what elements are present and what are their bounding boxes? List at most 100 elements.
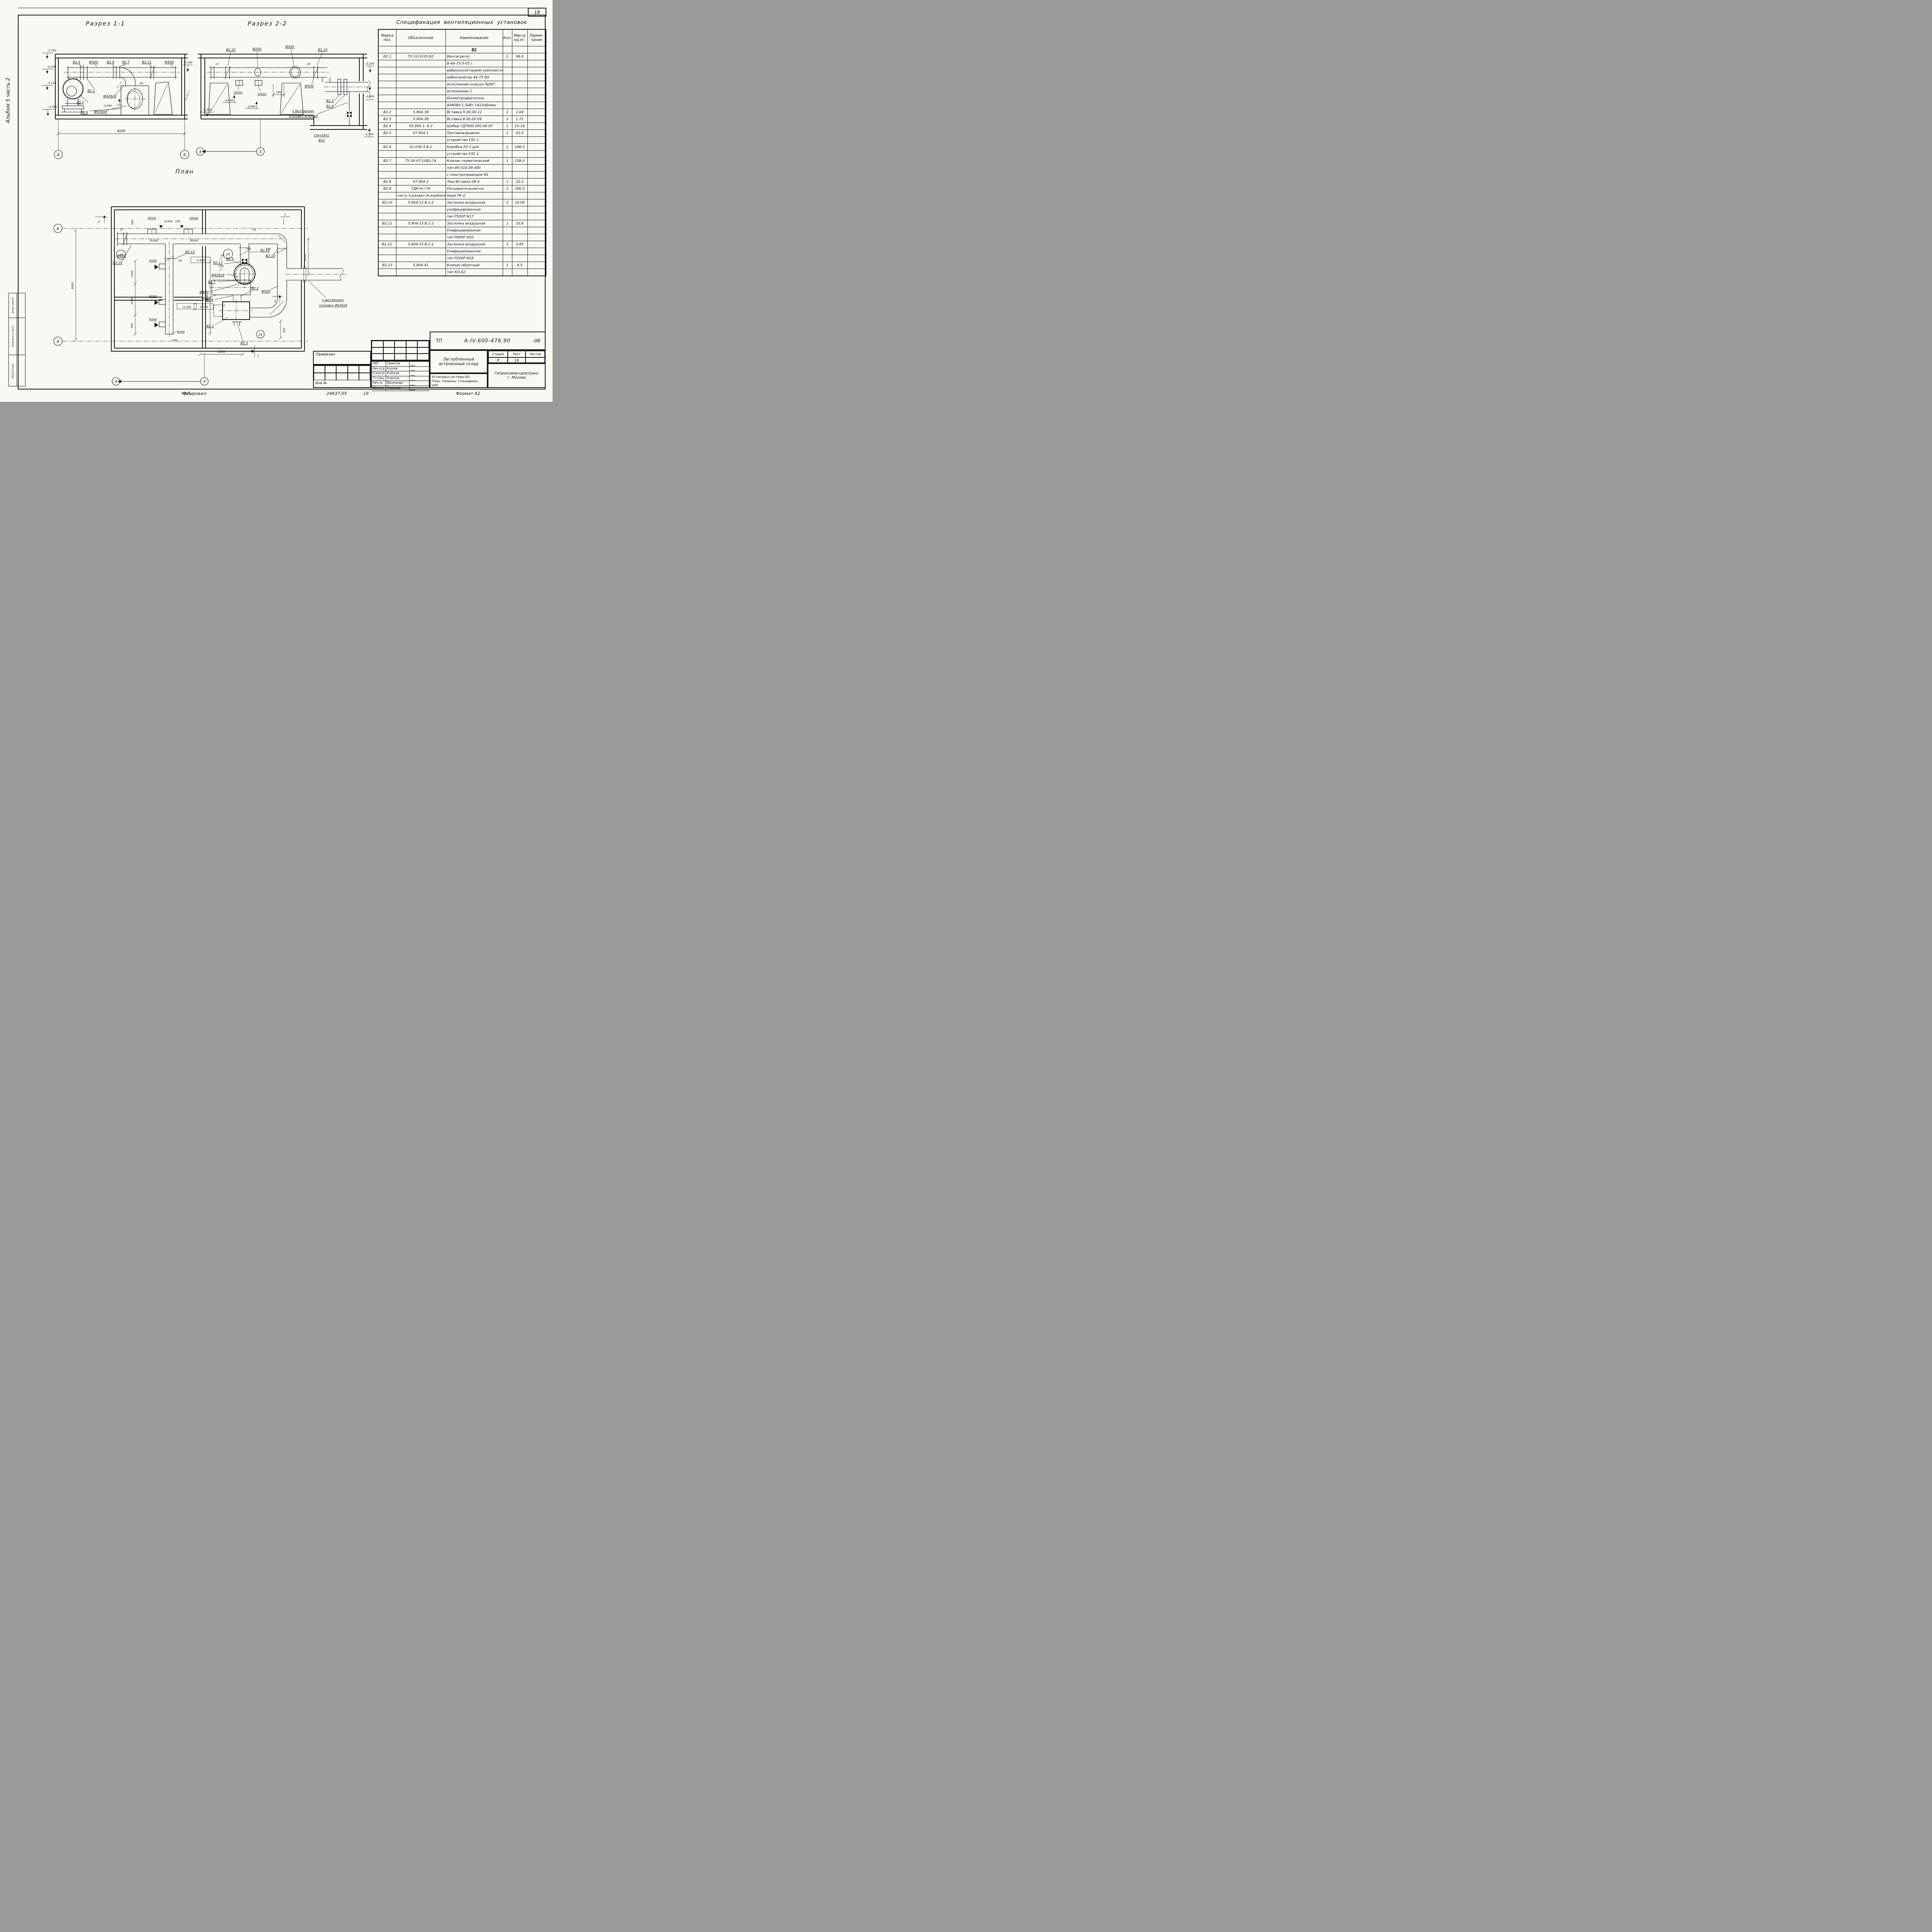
label-20: 20 xyxy=(221,253,224,257)
plan-drawing: План xyxy=(53,168,347,386)
attach-box: Привязан xyxy=(313,351,371,365)
dim-150: 150 xyxy=(175,219,180,223)
spec-cell: 1.71 xyxy=(512,116,528,123)
spec-cell xyxy=(396,81,446,88)
listov-header: Листов xyxy=(526,351,545,357)
spec-cell: 07.904-1 xyxy=(396,129,446,137)
spec-cell xyxy=(512,74,528,81)
elevation-4550: -4,550 xyxy=(202,108,212,111)
spec-cell xyxy=(527,129,546,137)
dim-2150: 2150 xyxy=(303,254,307,261)
spec-cell: В2.10 xyxy=(378,199,396,206)
spec-cell: Заслонка воздушная xyxy=(445,241,503,248)
spec-cell xyxy=(502,150,512,158)
drawing-sheet: 18 Альбом 5 часть 2 Взам. инв.N Подпись … xyxy=(0,0,553,402)
doc-prefix: ТП xyxy=(436,338,442,344)
signer-name: Васильева xyxy=(386,381,410,386)
spec-cell: 1 xyxy=(502,220,512,227)
spec-cell: 43.0 xyxy=(512,129,528,137)
label-1: 1 xyxy=(117,85,119,88)
spec-cell: Заслонка воздушная xyxy=(445,199,503,206)
section-2-2-structure xyxy=(198,54,372,130)
spec-cell xyxy=(502,213,512,220)
spec-cell xyxy=(527,227,546,234)
dim-1200-bottom: 1200 xyxy=(218,350,225,354)
spec-cell xyxy=(502,171,512,179)
dim-500: 500 xyxy=(130,323,134,328)
section-2-2-leaders xyxy=(196,49,374,156)
side-stamp-cell: Подпись и дата xyxy=(9,318,17,355)
list-header: Лист xyxy=(508,351,526,357)
spec-cell xyxy=(512,206,528,213)
note-exhaust-line1: к вытяжному xyxy=(322,298,344,302)
spec-cell xyxy=(512,95,528,102)
spec-cell xyxy=(378,213,396,220)
section-1-1-structure xyxy=(55,54,190,119)
plan-leaders-dims xyxy=(53,215,326,386)
elevation-4750: -4,750 xyxy=(364,133,374,136)
spec-cell xyxy=(378,46,396,53)
spec-cell: Унифицированная xyxy=(445,248,503,255)
section-2-2-title: Разрез 2-2 xyxy=(248,20,287,27)
label-v2-10: В2.10 xyxy=(266,254,276,258)
spec-cell xyxy=(527,206,546,213)
spec-row: тип КО-02 xyxy=(378,269,546,276)
spec-cell xyxy=(378,234,396,241)
spec-row: исполнение 1 xyxy=(378,88,546,95)
label-f500: Ф500 xyxy=(89,61,98,65)
label-v2-6: В2.6 xyxy=(326,105,334,109)
spec-cell: В2.1 xyxy=(378,53,396,60)
spec-cell xyxy=(502,95,512,102)
elevation-2890: -2,890 xyxy=(247,105,256,108)
spec-cell: В2 xyxy=(445,46,503,53)
spec-cell xyxy=(502,234,512,241)
label-2r200-top: 2Р200 xyxy=(190,216,199,220)
spec-cell xyxy=(378,164,396,172)
spec-row: тип ИА 010.09.400 xyxy=(378,164,546,172)
spec-cell: 22.2 xyxy=(512,178,528,185)
spec-cell: исполнение кожуха Пр90°, xyxy=(445,81,503,88)
spec-cell: 1.64 xyxy=(512,109,528,116)
label-f400: Ф400 xyxy=(199,291,209,294)
spec-cell xyxy=(502,255,512,262)
project-title-box: Заглубленный встроенный склад xyxy=(430,350,488,373)
side-stamp-empty xyxy=(17,318,25,355)
room-25: 25 xyxy=(119,253,123,257)
organization-box: Гипрокоммундортранс г. Москва xyxy=(488,363,546,388)
copied-by: Копировал: ФЛ- xyxy=(182,391,207,396)
label-v2-7: В2.7 xyxy=(122,61,130,65)
label-v2-3: В2.3 xyxy=(240,342,248,345)
sheet-title-line2: План. Разрезы. Специфика- xyxy=(432,379,479,383)
spec-cell: 01.036-5 В.1 xyxy=(396,143,446,151)
axis-4: 4 xyxy=(115,380,117,384)
spec-cell: устройство УЗС-1 xyxy=(445,136,503,144)
spec-cell xyxy=(512,136,528,144)
label-18: 18 xyxy=(178,259,182,262)
label-17: 17 xyxy=(215,62,219,66)
spec-cell: тип Р200Р N18 xyxy=(445,255,503,262)
spec-cell: тип ИА 010.09.400 xyxy=(445,164,503,172)
spec-cell: унифицированная xyxy=(445,206,503,213)
album-label: Альбом 5 часть 2 xyxy=(5,78,11,123)
elevation-2100: -2,100 xyxy=(183,61,192,64)
spec-cell xyxy=(378,95,396,102)
spec-cell: 10.14 xyxy=(512,122,528,130)
spec-cell: Вставка 8.00.00-09 xyxy=(445,116,503,123)
spec-row: тип Р200Р N18 xyxy=(378,255,546,262)
dim-350: 350 xyxy=(265,247,271,251)
spec-cell: Противовзрывное xyxy=(445,129,503,137)
spec-cell xyxy=(512,88,528,95)
signer-name: Тарасова xyxy=(386,386,410,391)
section-1-1-leaders xyxy=(42,53,192,159)
axis-5: 5 xyxy=(259,150,262,154)
room-26: 26 xyxy=(259,333,262,337)
label-v2-13: В2.13 xyxy=(213,261,223,265)
spec-cell xyxy=(527,192,546,199)
